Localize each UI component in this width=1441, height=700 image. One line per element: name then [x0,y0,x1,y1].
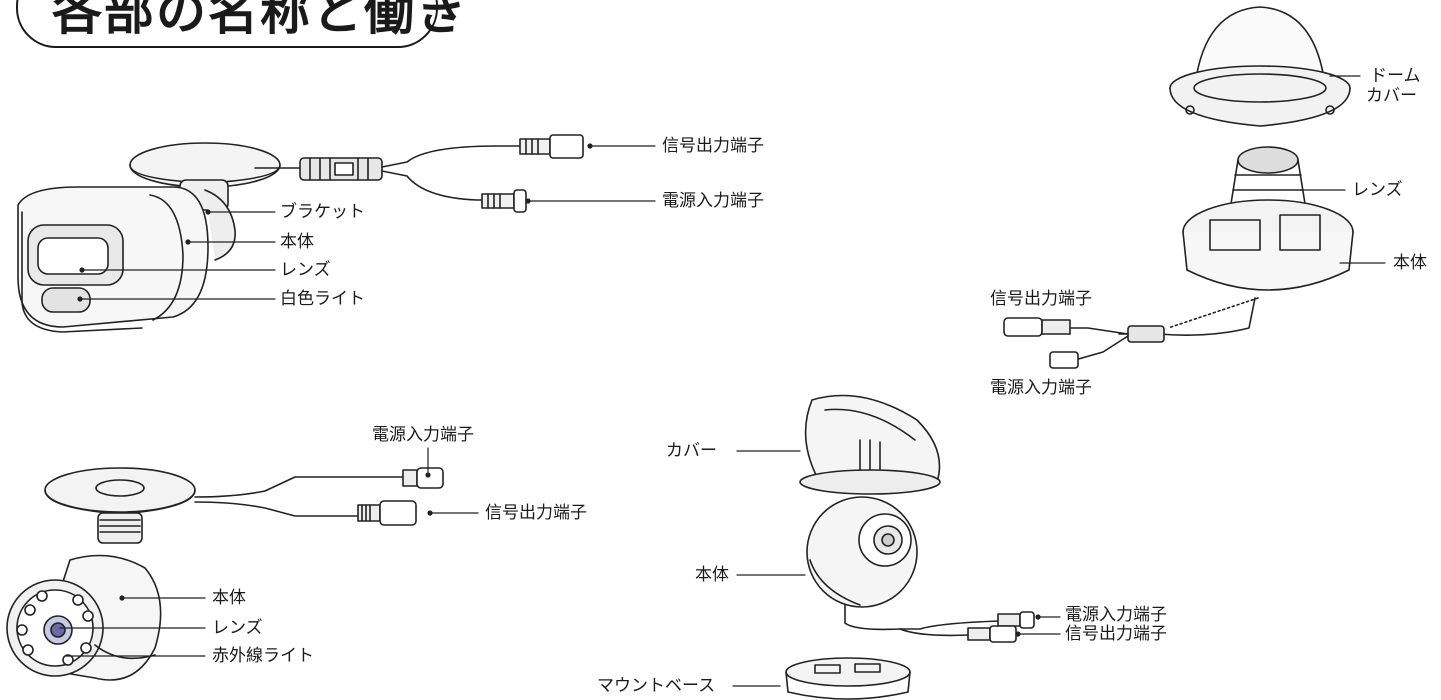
ir-signal-out-label: 信号出力端子 [485,503,587,523]
leader-dots [77,143,1041,637]
dome-cover-label-line2: カバー [1366,86,1417,106]
bullet-power-in-label: 電源入力端子 [662,191,764,211]
dome-body-label: 本体 [1393,253,1427,273]
bullet-lens-label: レンズ [280,260,331,280]
dome-lens-label: レンズ [1352,180,1403,200]
title-frame [16,0,438,48]
ir-lens-label: レンズ [212,618,263,638]
bullet-bracket-label: ブラケット [280,202,365,222]
dome-signal-out-label: 信号出力端子 [990,289,1092,309]
dome-camera-illustration [1003,6,1354,369]
eyeball-power-in-label: 電源入力端子 [1065,605,1167,625]
ir-body-label: 本体 [212,588,246,608]
bullet-body-label: 本体 [280,232,314,252]
eyeball-body-label: 本体 [695,565,729,585]
eyeball-mount-base-label: マウントベース [597,676,716,696]
bullet-signal-out-label: 信号出力端子 [662,136,764,156]
eyeball-camera-illustration [785,394,1035,700]
ir-power-in-label: 電源入力端子 [372,425,474,445]
bullet-white-light-label: 白色ライト [280,289,365,309]
ir-bullet-camera-illustration [6,467,444,681]
eyeball-signal-out-label: 信号出力端子 [1065,624,1167,644]
dome-power-in-label: 電源入力端子 [990,378,1092,398]
eyeball-cover-label: カバー [666,441,717,461]
ir-light-label: 赤外線ライト [212,646,314,666]
dome-cover-label-line1: ドーム [1370,66,1421,86]
page-title: 各部の名称と働き [52,0,468,41]
leader-lines [59,75,1386,687]
